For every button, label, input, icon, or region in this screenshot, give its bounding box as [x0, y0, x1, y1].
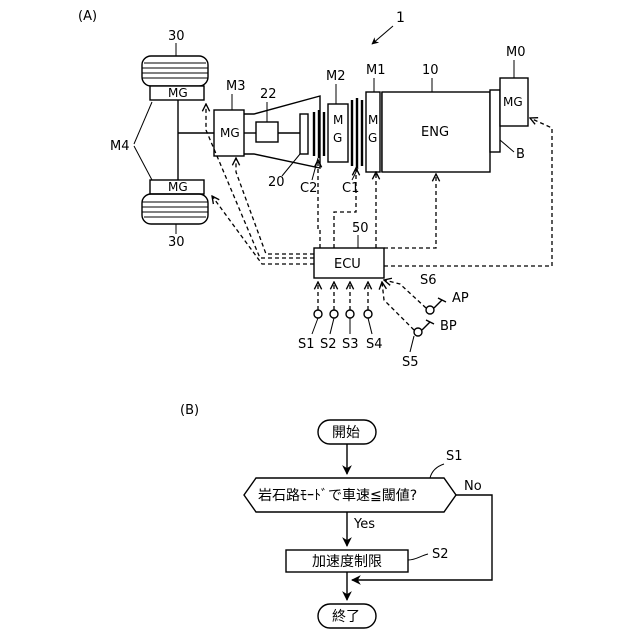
- mg-m1-label-a: M: [368, 113, 378, 127]
- ref-10: 10: [422, 63, 439, 78]
- bracket-b: [490, 90, 500, 152]
- s4-label: S4: [366, 337, 383, 352]
- sensors: S1 S2 S3 S4: [298, 282, 383, 352]
- wheel-bottom-label: 30: [168, 235, 185, 250]
- start-label: 開始: [332, 425, 360, 441]
- process-label: 加速度制限: [312, 554, 382, 570]
- s6-label: S6: [420, 273, 437, 288]
- mg-m0-label: MG: [503, 95, 523, 109]
- panel-a-label: (A): [78, 9, 97, 24]
- s3-label: S3: [342, 337, 359, 352]
- b-ref: B: [516, 147, 525, 162]
- gear-box-22: [256, 122, 278, 142]
- c1-ref: C1: [342, 181, 359, 196]
- brake-pedal: BP S5: [382, 282, 457, 370]
- m3-ref: M3: [226, 79, 246, 94]
- decision-label: 岩石路ﾓｰﾄﾞで車速≦閾値?: [258, 487, 417, 504]
- mg-m1-label-b: G: [368, 131, 377, 145]
- mg-m3-label: MG: [220, 126, 240, 140]
- panel-b-label: (B): [180, 403, 199, 418]
- m2-ref: M2: [326, 69, 346, 84]
- process-ref: S2: [432, 547, 449, 562]
- s1-label: S1: [298, 337, 315, 352]
- mg-wheel-top-label: MG: [168, 86, 188, 100]
- wheel-bottom: 30: [142, 194, 208, 250]
- decision-ref: S1: [446, 449, 463, 464]
- vehicle-ref-label: 1: [396, 10, 405, 26]
- no-label: No: [464, 479, 482, 494]
- m4-label: M4: [110, 139, 130, 154]
- mg-wheel-bottom-label: MG: [168, 180, 188, 194]
- ecu-label: ECU: [334, 257, 361, 272]
- gear-20: [300, 114, 308, 154]
- yes-label: Yes: [353, 517, 375, 532]
- vehicle-ref: 1: [372, 10, 405, 44]
- panel-a: (A) 1 30 MG MG 30: [78, 9, 552, 370]
- ap-label: AP: [452, 291, 469, 306]
- ref-22: 22: [260, 87, 277, 102]
- m4-ref: M4: [110, 102, 152, 180]
- wheel-top: 30: [142, 29, 208, 86]
- bp-label: BP: [440, 319, 457, 334]
- accelerator-pedal: AP S6: [384, 273, 469, 314]
- m0-ref: M0: [506, 45, 526, 60]
- clutch-c1: [352, 98, 362, 168]
- panel-b: (B) 開始 岩石路ﾓｰﾄﾞで車速≦閾値? S1 No Yes 加速度制限 S2…: [180, 403, 492, 628]
- ref-50: 50: [352, 221, 369, 236]
- engine-label: ENG: [421, 125, 449, 140]
- wheel-top-label: 30: [168, 29, 185, 44]
- c2-ref: C2: [300, 181, 317, 196]
- s2-label: S2: [320, 337, 337, 352]
- mg-m2-label-b: G: [333, 131, 342, 145]
- s5-label: S5: [402, 355, 419, 370]
- clutch-c2: [314, 110, 324, 158]
- ref-20: 20: [268, 175, 285, 190]
- end-label: 終了: [332, 609, 360, 625]
- m1-ref: M1: [366, 63, 386, 78]
- mg-m2-label-a: M: [333, 113, 343, 127]
